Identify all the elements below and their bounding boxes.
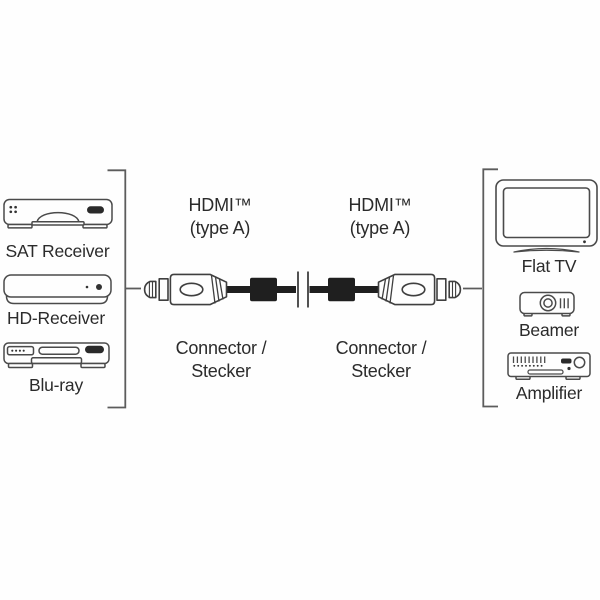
connector-caption-right-line2: Stecker [351, 361, 411, 381]
hdmi-plug-right-icon [377, 273, 462, 306]
hdmi-type-label-right: HDMI™ (type A) [318, 194, 442, 240]
hdmi-plug-left-icon [143, 273, 228, 306]
bracket-right [463, 168, 498, 408]
connector-caption-left-line1: Connector / [175, 338, 267, 358]
connector-caption-left: Connector / Stecker [158, 337, 284, 383]
device-label-hd-receiver: HD-Receiver [7, 308, 105, 328]
hdmi-type-right-line1: HDMI™ [348, 195, 412, 215]
device-label-sat-receiver: SAT Receiver [5, 241, 110, 261]
blu-ray-icon [3, 342, 110, 369]
hd-receiver-icon [3, 274, 112, 305]
connector-caption-left-line2: Stecker [191, 361, 251, 381]
bracket-left [107, 169, 141, 409]
device-label-beamer: Beamer [518, 320, 580, 340]
connector-caption-right: Connector / Stecker [318, 337, 444, 383]
hdmi-type-left-line2: (type A) [189, 218, 251, 238]
hdmi-type-left-line1: HDMI™ [188, 195, 252, 215]
cable-break-icon [297, 271, 309, 308]
device-label-blu-ray: Blu-ray [28, 375, 84, 395]
flat-tv-icon [495, 179, 598, 253]
sat-receiver-icon [3, 198, 113, 229]
beamer-icon [519, 291, 575, 317]
hdmi-cable [143, 271, 462, 308]
connector-caption-right-line1: Connector / [335, 338, 427, 358]
device-label-flat-tv: Flat TV [521, 256, 577, 276]
hdmi-type-label-left: HDMI™ (type A) [158, 194, 282, 240]
amplifier-icon [507, 352, 591, 381]
hdmi-type-right-line2: (type A) [349, 218, 411, 238]
cable-line [224, 286, 381, 293]
ferrite-bead-icon [250, 277, 355, 302]
device-label-amplifier: Amplifier [515, 383, 583, 403]
